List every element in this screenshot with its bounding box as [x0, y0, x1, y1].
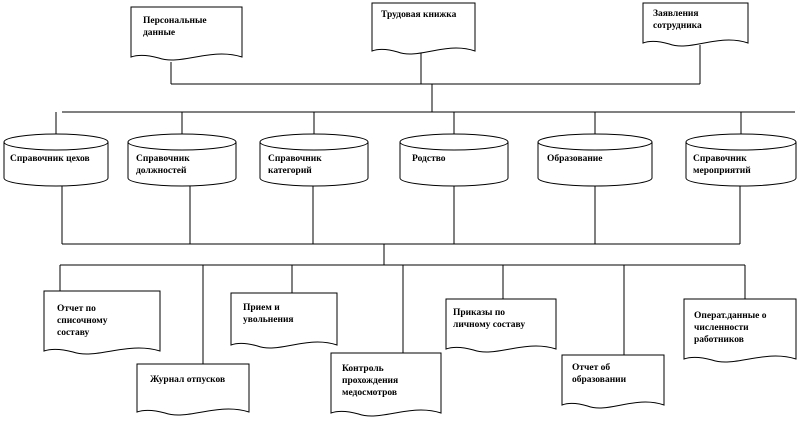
- report-label: Отчет по: [57, 304, 96, 314]
- database-top: [259, 133, 369, 151]
- report-document: Контроль прохождения медосмотров: [330, 352, 442, 417]
- database-top: [127, 133, 237, 151]
- source-document: Трудовая книжка: [371, 2, 476, 55]
- source-label: сотрудника: [653, 21, 702, 31]
- connector-lines: [55, 45, 795, 364]
- source-document: Заявления сотрудника: [642, 2, 749, 47]
- database-top: [3, 133, 109, 151]
- report-label: Контроль: [342, 364, 384, 374]
- document-shape: [130, 6, 243, 61]
- report-label: списочному: [57, 316, 108, 326]
- document-shape: [642, 2, 749, 47]
- report-label: составу: [57, 328, 90, 338]
- reference-label: категорий: [268, 165, 312, 176]
- report-label: Операт.данные о: [694, 311, 767, 321]
- database-body: [685, 142, 797, 187]
- database-body: [127, 142, 237, 187]
- source-document: Персональные данные: [130, 6, 243, 61]
- document-shape: [683, 298, 797, 363]
- database-body: [3, 142, 109, 187]
- database-body: [537, 142, 653, 187]
- reference-database: Образование: [537, 133, 653, 187]
- database-body: [259, 142, 369, 187]
- document-shape: [371, 2, 476, 55]
- report-label: медосмотров: [342, 388, 397, 398]
- report-document: Отчет по списочному составу: [43, 290, 161, 355]
- report-label: Отчет об: [572, 362, 610, 373]
- database-top: [537, 133, 653, 151]
- reference-label: Справочник цехов: [10, 154, 90, 164]
- reference-label: Справочник: [136, 154, 190, 164]
- report-document: Приказы по личному составу: [445, 298, 557, 353]
- reference-database: Справочник цехов: [3, 133, 109, 187]
- document-shape: [43, 290, 161, 355]
- report-label: Приказы по: [453, 308, 505, 318]
- document-shape: [136, 363, 250, 416]
- reference-label: Родство: [412, 154, 446, 164]
- reference-label: Справочник: [693, 154, 747, 164]
- source-label: Заявления: [653, 9, 699, 19]
- report-label: образовании: [572, 374, 627, 385]
- database-body: [399, 142, 509, 187]
- report-document: Журнал отпусков: [136, 363, 250, 416]
- source-label: Трудовая книжка: [381, 10, 457, 20]
- report-document: Прием и увольнения: [230, 292, 338, 349]
- document-shape: [330, 352, 442, 417]
- database-top: [685, 133, 797, 151]
- reference-label: должностей: [136, 165, 187, 176]
- report-label: Журнал отпусков: [150, 375, 225, 385]
- reference-label: мероприятий: [693, 165, 751, 176]
- source-label: данные: [143, 28, 175, 38]
- report-label: личному составу: [453, 320, 525, 330]
- source-label: Персональные: [143, 16, 207, 26]
- document-shape: [230, 292, 338, 349]
- report-label: численности: [694, 323, 749, 333]
- document-shape: [445, 298, 557, 353]
- report-label: прохождения: [342, 376, 398, 386]
- source-documents: Персональные данные Трудовая книжка Заявлен…: [130, 2, 749, 61]
- database-top: [399, 133, 509, 151]
- reference-label: Образование: [547, 153, 603, 164]
- reference-label: Справочник: [268, 154, 322, 164]
- reference-database: Родство: [399, 133, 509, 187]
- document-shape: [561, 354, 665, 409]
- report-label: увольнения: [243, 315, 294, 325]
- report-label: работников: [694, 334, 744, 345]
- report-label: Прием и: [243, 303, 280, 313]
